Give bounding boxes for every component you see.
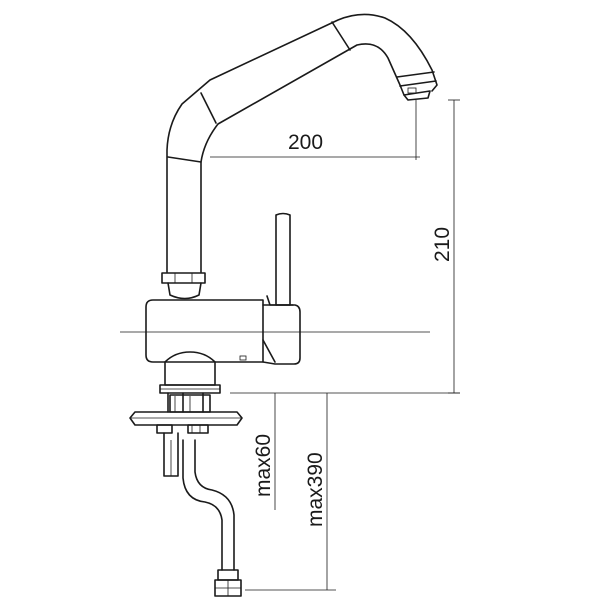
dimension-deck: max60: [252, 393, 276, 510]
spout: [166, 13, 438, 273]
dimension-below-deck: max390: [304, 393, 328, 590]
mixer-body: [145, 299, 301, 365]
supply-hose: [182, 439, 242, 597]
dimension-below-deck-label: max390: [304, 452, 327, 527]
mixer-base: [159, 351, 221, 394]
spout-collar: [161, 272, 206, 300]
dimension-height-label: 210: [431, 227, 454, 262]
dimension-deck-label: max60: [252, 434, 275, 497]
dimension-reach-label: 200: [288, 131, 323, 154]
lever-handle: [266, 212, 294, 306]
reference-lines: [120, 156, 460, 591]
dimension-reach: 200: [288, 100, 417, 160]
mounting-hardware: [129, 392, 243, 477]
dimension-height: 210: [431, 99, 460, 394]
